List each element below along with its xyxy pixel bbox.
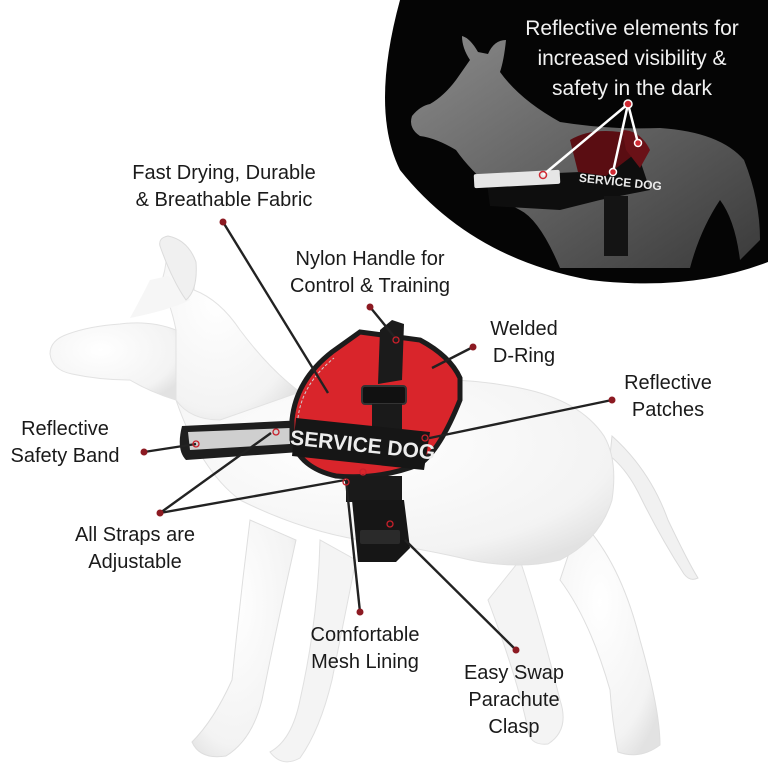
- callout-dots: [140, 218, 616, 654]
- callout-ring-markers: [192, 336, 429, 528]
- callout-fabric: Fast Drying, Durable& Breathable Fabric: [132, 162, 316, 211]
- callout-lines: [143, 221, 613, 651]
- harness: SERVICE DOG: [179, 320, 463, 562]
- inset-caption: Reflective elements for increased visibi…: [525, 17, 739, 100]
